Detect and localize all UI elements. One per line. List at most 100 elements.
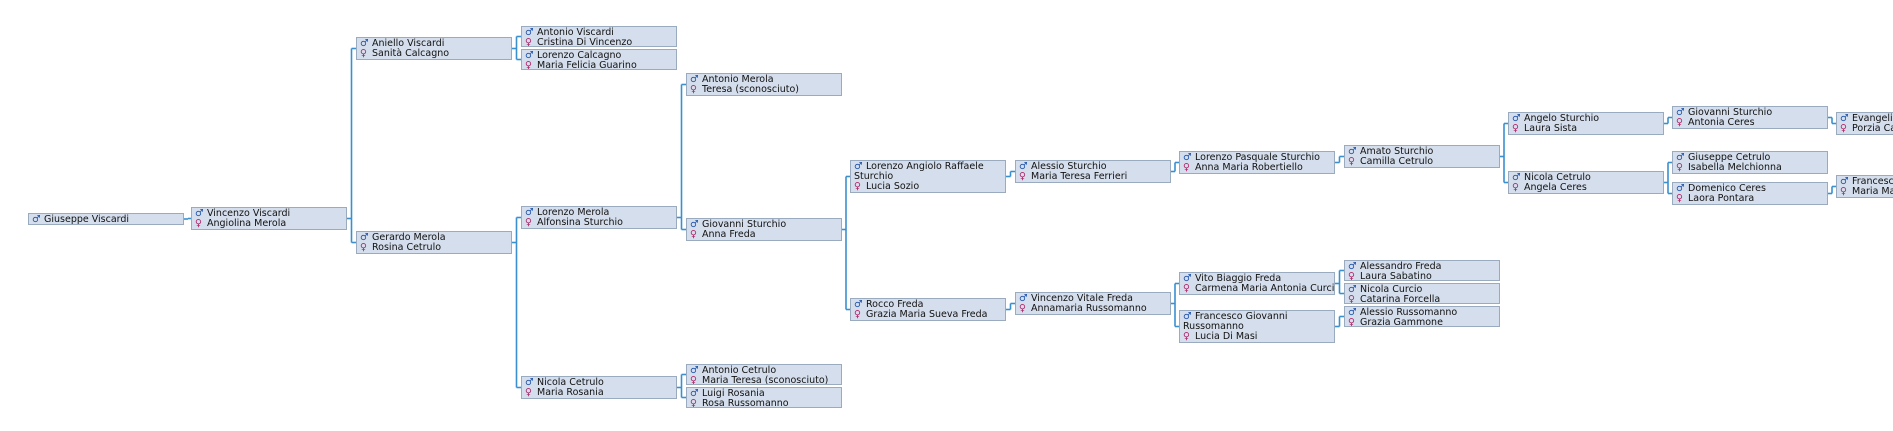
family-node-p17[interactable]: ♂Lorenzo Pasquale Sturchio♀Anna Maria Ro… (1179, 151, 1335, 174)
female-symbol-icon: ♀ (525, 387, 532, 398)
mother-name: Annamaria Russomanno (1031, 303, 1147, 314)
mother-name: Teresa (sconosciuto) (702, 84, 799, 95)
father-name: Luigi Rosania (702, 388, 765, 399)
father-name-line: ♂Aniello Viscardi (360, 39, 508, 49)
family-node-p1[interactable]: ♂Giuseppe Viscardi (28, 213, 184, 225)
mother-name-line: ♀Sanità Calcagno (360, 49, 508, 59)
father-name-line: ♂Angelo Sturchio (1512, 114, 1660, 124)
female-symbol-icon: ♀ (1840, 186, 1847, 197)
male-symbol-icon: ♂ (195, 208, 204, 219)
father-name: Evangelis (1852, 113, 1893, 124)
female-symbol-icon: ♀ (854, 181, 861, 192)
mother-name-line: ♀ Annamaria Russomanno (1019, 304, 1167, 314)
mother-name: Angiolina Merola (207, 218, 287, 229)
female-symbol-icon: ♀ (360, 242, 367, 253)
family-node-p2[interactable]: ♂Vincenzo Viscardi♀Angiolina Merola (191, 207, 347, 230)
father-name-line: ♂Nicola Cetrulo (1512, 173, 1660, 183)
family-node-p11[interactable]: ♂Antonio Cetrulo♀Maria Teresa (sconosciu… (686, 364, 842, 385)
male-symbol-icon: ♂ (690, 74, 699, 85)
father-name: Vincenzo Viscardi (207, 208, 291, 219)
mother-name-line: ♀Laora Pontara (1676, 194, 1824, 204)
father-name: Lorenzo Calcagno (537, 50, 622, 61)
male-symbol-icon: ♂ (690, 219, 699, 230)
family-node-p18[interactable]: ♂Vito Biaggio Freda♀Carmena Maria Antoni… (1179, 272, 1335, 295)
father-name-line: ♂Nicola Cetrulo (525, 378, 673, 388)
male-symbol-icon: ♂ (854, 161, 863, 172)
father-name-line: ♂Nicola Curcio (1348, 285, 1496, 295)
family-node-p15[interactable]: ♂Alessio Sturchio♀Maria Teresa Ferrieri (1015, 160, 1171, 183)
family-node-p8[interactable]: ♂Nicola Cetrulo♀Maria Rosania (521, 376, 677, 399)
family-node-p25[interactable]: ♂Nicola Cetrulo♀Angela Ceres (1508, 171, 1664, 194)
mother-name-line: ♀Laura Sista (1512, 124, 1660, 134)
mother-name: Rosina Cetrulo (372, 242, 442, 253)
family-node-p28[interactable]: ♂Domenico Ceres♀Laora Pontara (1672, 182, 1828, 205)
female-symbol-icon: ♀ (1019, 171, 1026, 182)
male-symbol-icon: ♂ (1676, 152, 1685, 163)
father-name: Nicola Cetrulo (537, 377, 604, 388)
male-symbol-icon: ♂ (525, 50, 534, 61)
male-symbol-icon: ♂ (1348, 284, 1357, 295)
family-node-p7[interactable]: ♂Lorenzo Merola♀Alfonsina Sturchio (521, 206, 677, 229)
father-name: Vincenzo Vitale Freda (1031, 293, 1134, 304)
father-name-line: ♂Vincenzo Viscardi (195, 209, 343, 219)
family-node-p9[interactable]: ♂Antonio Merola♀Teresa (sconosciuto) (686, 73, 842, 96)
family-node-p20[interactable]: ♂Amato Sturchio♀Camilla Cetrulo (1344, 145, 1500, 168)
family-node-p23[interactable]: ♂Alessio Russomanno♀Grazia Gammone (1344, 306, 1500, 327)
family-node-p19[interactable]: ♂Francesco Giovanni Russomanno♀Lucia Di … (1179, 310, 1335, 343)
mother-name: Laora Pontara (1688, 193, 1755, 204)
father-name: Domenico Ceres (1688, 183, 1766, 194)
father-name: Giovanni Sturchio (702, 219, 787, 230)
male-symbol-icon: ♂ (1183, 311, 1192, 322)
father-name: Giovanni Sturchio (1688, 107, 1773, 118)
female-symbol-icon: ♀ (1348, 317, 1355, 327)
family-node-p26[interactable]: ♂Giovanni Sturchio♀Antonia Ceres (1672, 106, 1828, 129)
mother-name: Maria Teresa Ferrieri (1031, 171, 1128, 182)
family-node-p27[interactable]: ♂Giuseppe Cetrulo♀Isabella Melchionna (1672, 151, 1828, 174)
father-name: Lorenzo Pasquale Sturchio (1195, 152, 1320, 163)
father-name: Giuseppe Viscardi (44, 214, 130, 225)
mother-name-line: ♀Carmena Maria Antonia Curcio (1183, 284, 1334, 294)
family-node-p24[interactable]: ♂Angelo Sturchio♀Laura Sista (1508, 112, 1664, 135)
father-name-line: ♂Giuseppe Cetrulo (1676, 153, 1824, 163)
family-node-p12[interactable]: ♂Luigi Rosania♀Rosa Russomanno (686, 387, 842, 408)
family-node-p22[interactable]: ♂Nicola Curcio♀Catarina Forcella (1344, 283, 1500, 304)
father-name: Rocco Freda (866, 299, 924, 310)
mother-name: Cristina Di Vincenzo (537, 37, 633, 47)
family-node-p10[interactable]: ♂Giovanni Sturchio♀Anna Freda (686, 218, 842, 241)
male-symbol-icon: ♂ (854, 299, 863, 310)
family-node-p14[interactable]: ♂Rocco Freda♀Grazia Maria Sueva Freda (850, 298, 1006, 321)
family-node-p5[interactable]: ♂Antonio Viscardi♀Cristina Di Vincenzo (521, 26, 677, 47)
family-node-p6[interactable]: ♂Lorenzo Calcagno♀Maria Felicia Guarino (521, 49, 677, 70)
female-symbol-icon: ♀ (1019, 303, 1026, 314)
female-symbol-icon: ♀ (1512, 123, 1519, 134)
father-name-line: ♂Francesco Giovanni Russomanno (1183, 312, 1331, 332)
mother-name-line: ♀Antonia Ceres (1676, 118, 1824, 128)
mother-name-line: ♀Angiolina Merola (195, 219, 343, 229)
male-symbol-icon: ♂ (1348, 307, 1357, 318)
mother-name-line: ♀Teresa (sconosciuto) (690, 85, 838, 95)
mother-name: Angela Ceres (1524, 182, 1587, 193)
mother-name-line: ♀Catarina Forcella (1348, 295, 1496, 304)
family-node-p30[interactable]: ♂Francesc♀Maria Maz (1836, 175, 1893, 198)
father-name-line: ♂Lorenzo Angiolo Raffaele Sturchio (854, 162, 1002, 182)
father-name: Vito Biaggio Freda (1195, 273, 1282, 284)
mother-name: Maria Felicia Guarino (537, 60, 637, 70)
family-node-p16[interactable]: ♂Vincenzo Vitale Freda♀Annamaria Russoma… (1015, 292, 1171, 315)
family-node-p13[interactable]: ♂Lorenzo Angiolo Raffaele Sturchio♀Lucia… (850, 160, 1006, 193)
father-name: Nicola Curcio (1360, 284, 1423, 295)
mother-name: Sanità Calcagno (372, 48, 450, 59)
mother-name: Anna Maria Robertiello (1195, 162, 1303, 173)
family-node-p29[interactable]: ♂Evangelis♀Porzia Ca (1836, 112, 1893, 135)
mother-name: Maria Teresa (sconosciuto) (702, 375, 829, 385)
mother-name: Camilla Cetrulo (1360, 156, 1434, 167)
family-node-p3[interactable]: ♂Aniello Viscardi♀Sanità Calcagno (356, 37, 512, 60)
male-symbol-icon: ♂ (360, 232, 369, 243)
father-name: Aniello Viscardi (372, 38, 445, 49)
family-node-p21[interactable]: ♂Alessandro Freda♀Laura Sabatino (1344, 260, 1500, 281)
family-node-p4[interactable]: ♂Gerardo Merola♀Rosina Cetrulo (356, 231, 512, 254)
father-name: Antonio Cetrulo (702, 365, 777, 376)
female-symbol-icon: ♀ (1676, 117, 1683, 128)
mother-name-line: ♀Angela Ceres (1512, 183, 1660, 193)
female-symbol-icon: ♀ (525, 217, 532, 228)
